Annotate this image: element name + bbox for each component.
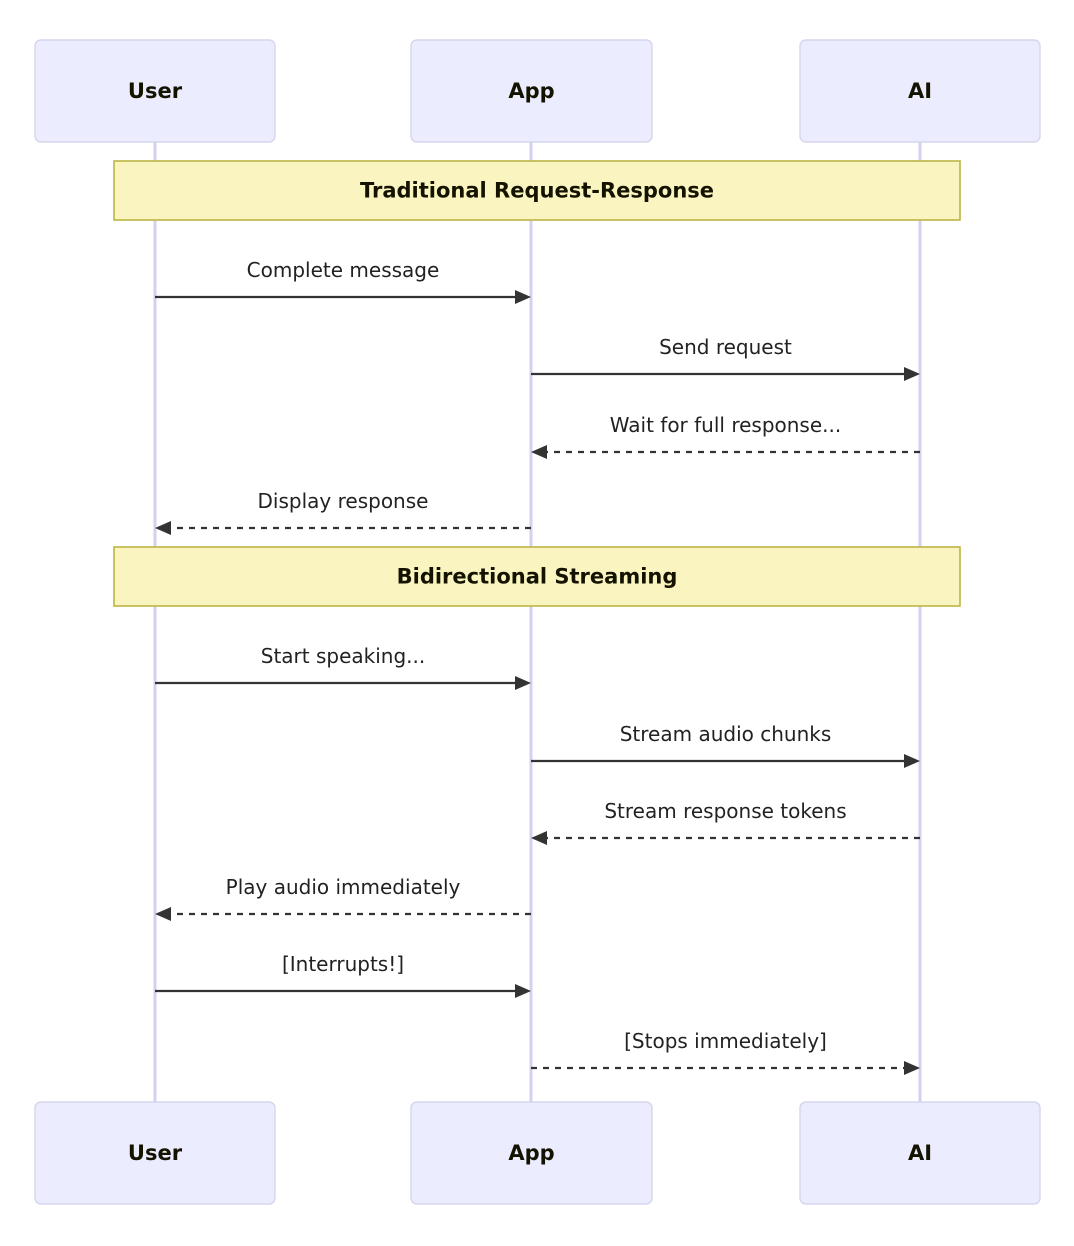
- message-arrowhead: [515, 676, 531, 690]
- message-10: [Stops immediately]: [531, 1029, 920, 1075]
- message-4: Display response: [155, 489, 531, 535]
- actor-box[interactable]: [34, 39, 276, 143]
- actor-label: AI: [908, 79, 932, 103]
- message-label: Complete message: [247, 258, 440, 282]
- message-arrowhead: [904, 754, 920, 768]
- section-note-0: Traditional Request-Response: [113, 160, 961, 221]
- section-note-label: Traditional Request-Response: [360, 179, 714, 203]
- message-9: [Interrupts!]: [155, 952, 531, 998]
- message-label: Start speaking...: [261, 644, 425, 668]
- message-label: Send request: [659, 335, 792, 359]
- message-label: Wait for full response...: [610, 413, 841, 437]
- actor-user-bottom[interactable]: User: [34, 1101, 276, 1205]
- actor-label: User: [128, 1141, 183, 1165]
- actor-box[interactable]: [410, 39, 653, 143]
- actor-app-bottom[interactable]: App: [410, 1101, 653, 1205]
- message-1: Complete message: [155, 258, 531, 304]
- message-arrowhead: [531, 831, 547, 845]
- section-note-rect: [113, 546, 961, 607]
- actor-ai-top[interactable]: AI: [799, 39, 1041, 143]
- message-label: Stream audio chunks: [620, 722, 832, 746]
- actor-box[interactable]: [799, 1101, 1041, 1205]
- message-label: Play audio immediately: [226, 875, 461, 899]
- actor-boxes-top: User App AI: [34, 39, 1041, 143]
- message-arrowhead: [515, 984, 531, 998]
- message-arrowhead: [155, 521, 171, 535]
- message-8: Play audio immediately: [155, 875, 531, 921]
- message-arrowhead: [904, 367, 920, 381]
- section-note-label: Bidirectional Streaming: [397, 565, 678, 589]
- actor-label: User: [128, 79, 183, 103]
- actor-box[interactable]: [34, 1101, 276, 1205]
- lifelines-group: [153, 142, 922, 1102]
- message-arrowhead: [155, 907, 171, 921]
- message-2: Send request: [531, 335, 920, 381]
- message-arrowhead: [515, 290, 531, 304]
- section-notes-group: Traditional Request-ResponseBidirectiona…: [113, 160, 961, 607]
- actor-ai-bottom[interactable]: AI: [799, 1101, 1041, 1205]
- actor-label: App: [508, 79, 554, 103]
- message-label: [Interrupts!]: [282, 952, 404, 976]
- section-note-rect: [113, 160, 961, 221]
- actor-boxes-bottom: User App AI: [34, 1101, 1041, 1205]
- message-5: Start speaking...: [155, 644, 531, 690]
- section-note-1: Bidirectional Streaming: [113, 546, 961, 607]
- actor-box[interactable]: [410, 1101, 653, 1205]
- actor-label: App: [508, 1141, 554, 1165]
- message-arrowhead: [531, 445, 547, 459]
- actor-app-top[interactable]: App: [410, 39, 653, 143]
- actor-label: AI: [908, 1141, 932, 1165]
- actor-user-top[interactable]: User: [34, 39, 276, 143]
- message-label: Stream response tokens: [604, 799, 846, 823]
- message-6: Stream audio chunks: [531, 722, 920, 768]
- message-label: Display response: [258, 489, 429, 513]
- actor-box[interactable]: [799, 39, 1041, 143]
- message-arrowhead: [904, 1061, 920, 1075]
- message-7: Stream response tokens: [531, 799, 920, 845]
- message-3: Wait for full response...: [531, 413, 920, 459]
- message-label: [Stops immediately]: [624, 1029, 827, 1053]
